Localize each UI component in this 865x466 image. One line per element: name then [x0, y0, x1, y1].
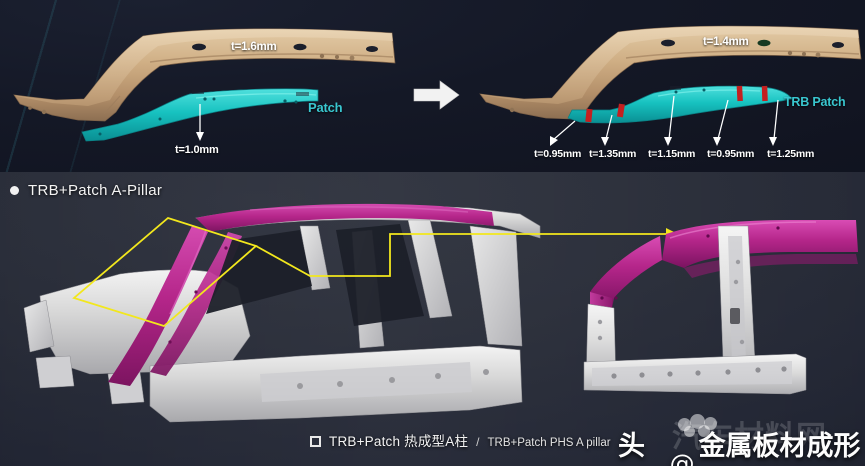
before-patch-thickness-label: t=1.0mm: [175, 144, 219, 156]
bullet-icon: [10, 186, 19, 195]
watermark-at-symbol: @: [669, 448, 695, 466]
section-header: TRB+Patch A-Pillar: [10, 182, 162, 199]
before-patch-label: Patch: [308, 100, 343, 115]
segment-thickness-label-3: t=1.15mm: [648, 148, 696, 160]
after-patch-label: TRB Patch: [784, 95, 846, 109]
before-assembly-illustration: [13, 28, 396, 142]
yellow-highlight-box: [72, 216, 258, 328]
watermark-account: 金属板材成形网: [698, 431, 861, 462]
segment-thickness-label-2: t=1.35mm: [589, 148, 637, 160]
watermark: 头条 @ 金属板材成形网: [618, 424, 865, 466]
body-in-white-illustration: [23, 203, 541, 423]
caption-english: TRB+Patch PHS A pillar: [487, 437, 611, 449]
patch-thickness-leader: [196, 104, 204, 141]
caption-separator: /: [476, 435, 480, 449]
after-trb-patch-part: [567, 85, 793, 124]
thickness-transition-markers: [585, 85, 768, 123]
after-base-thickness-label: t=1.4mm: [703, 36, 749, 48]
section-title: TRB+Patch A-Pillar: [28, 182, 163, 199]
a-pillar-detail-illustration: [583, 220, 858, 395]
after-assembly-illustration: [479, 25, 862, 146]
caption-chinese: TRB+Patch 热成型A柱: [329, 434, 469, 449]
segment-thickness-label-1: t=0.95mm: [534, 148, 582, 160]
hollow-square-icon: [310, 436, 321, 447]
thickness-leader-lines: [552, 95, 779, 141]
yellow-leader-line: [255, 233, 670, 277]
segment-thickness-label-5: t=1.25mm: [767, 148, 815, 160]
caption: TRB+Patch 热成型A柱 / TRB+Patch PHS A pillar: [310, 430, 611, 450]
highlighted-a-pillar: [108, 203, 494, 386]
watermark-dots-icon: [676, 414, 724, 437]
before-base-part: [13, 28, 396, 122]
segment-thickness-label-4: t=0.95mm: [707, 148, 755, 160]
after-base-part: [479, 25, 862, 120]
watermark-platform: 头条: [618, 431, 645, 462]
right-arrow-icon: [413, 80, 460, 110]
before-base-thickness-label: t=1.6mm: [231, 41, 277, 53]
